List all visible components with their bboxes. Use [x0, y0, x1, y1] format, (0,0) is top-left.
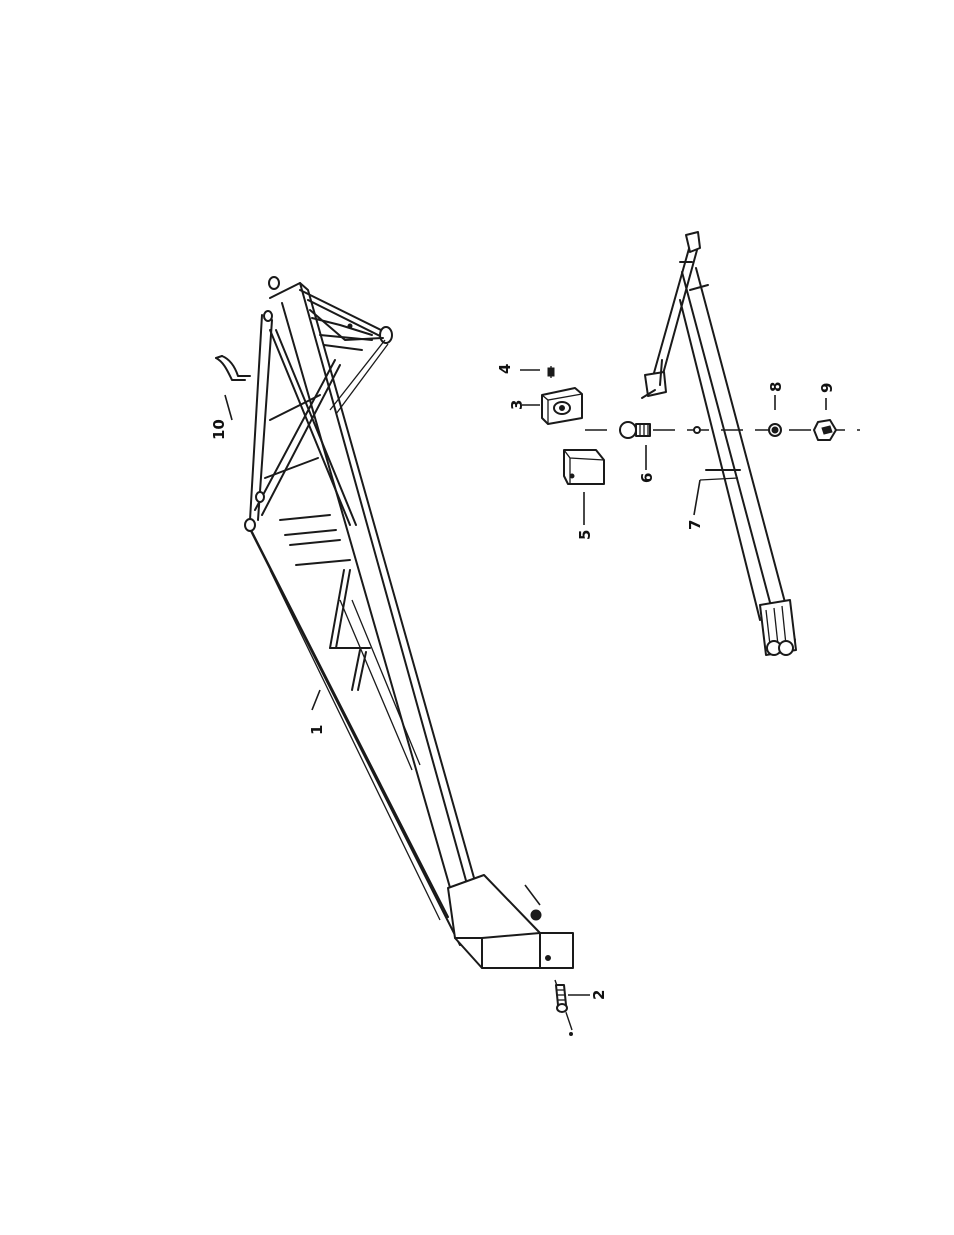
pin-part-4 [520, 366, 554, 378]
bolt-part-2 [555, 980, 590, 1030]
lock-washer-part-8 [769, 395, 781, 436]
boom-top-knob [269, 277, 279, 289]
hex-nut-part-9 [814, 398, 836, 440]
coupler-block-part-3 [522, 388, 582, 424]
callout-4: 4 [496, 364, 514, 374]
callout-2: 2 [590, 990, 608, 1000]
tongue-part-7 [642, 232, 796, 655]
callout-7: 7 [686, 520, 704, 530]
boom-corner-knob [380, 327, 392, 343]
callout-1: 1 [308, 725, 326, 735]
clip-part-10 [216, 356, 250, 420]
callout-3: 3 [508, 400, 526, 410]
boom-end-socket [540, 933, 573, 968]
callout-8: 8 [767, 382, 785, 392]
boom-elbow [448, 875, 540, 968]
cover-block-part-5 [564, 450, 604, 525]
callout-10: 10 [210, 419, 228, 440]
elbow-washer [525, 885, 541, 920]
callout-9: 9 [818, 383, 836, 393]
callout-6: 6 [638, 473, 656, 483]
boom-front-knob [245, 519, 255, 531]
main-boom-frame [245, 277, 573, 968]
callout-5: 5 [576, 530, 594, 540]
